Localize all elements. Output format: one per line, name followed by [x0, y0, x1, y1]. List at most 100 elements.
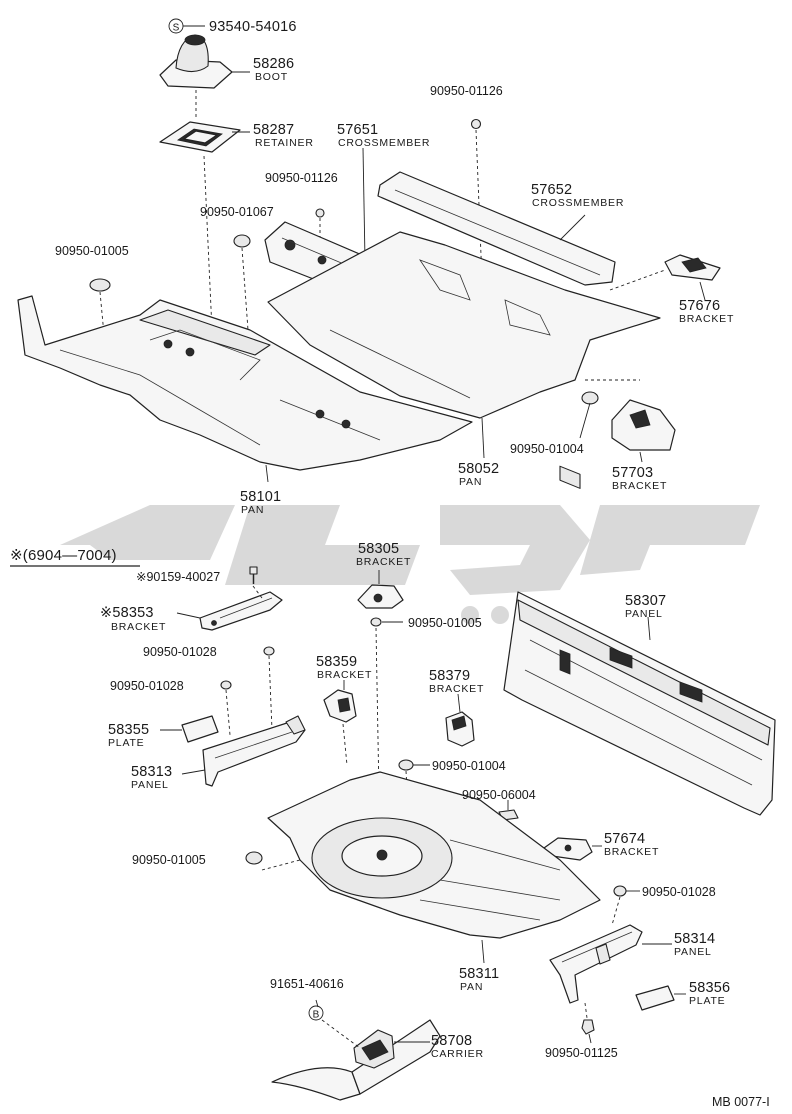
label-57651: 57651 CROSSMEMBER	[337, 122, 429, 149]
plug-90950-01126-a-icon	[315, 208, 325, 218]
label-58359: 58359 BRACKET	[316, 654, 371, 681]
plate-58356-shape	[635, 985, 686, 1011]
part-number-58305: 58305	[358, 541, 399, 557]
label-58305: 58305 BRACKET	[356, 541, 411, 568]
bolt-90159-shape	[249, 566, 258, 584]
part-name-panel-58314: PANEL	[674, 946, 712, 958]
plug-label-90950-01005-upper: 90950-01005	[55, 244, 129, 258]
header-part-number: 93540-54016	[209, 19, 297, 35]
part-number-57652: 57652	[531, 182, 572, 198]
pan-58311-shape	[267, 771, 601, 964]
figure-code: MB 0077-I	[712, 1095, 770, 1109]
bolt-note-label: ※90159-40027	[136, 570, 220, 584]
bracket-58379-shape	[445, 693, 475, 747]
part-number-57674: 57674	[604, 831, 645, 847]
plug-label-90950-01125: 90950-01125	[545, 1046, 618, 1060]
part-number-57651: 57651	[337, 122, 378, 138]
part-name-bracket-57703: BRACKET	[612, 480, 667, 492]
plug-90950-01125-icon	[581, 1019, 595, 1035]
pan-58052-shape	[267, 231, 661, 459]
label-58379: 58379 BRACKET	[429, 668, 484, 695]
label-58286: 58286 BOOT	[253, 56, 294, 83]
part-name-boot: BOOT	[255, 71, 288, 83]
part-number-58353: ※58353	[100, 605, 154, 621]
label-58287: 58287 RETAINER	[253, 122, 314, 149]
part-number-58313: 58313	[131, 764, 172, 780]
plug-label-90950-01005-b: 90950-01005	[132, 853, 206, 867]
bracket-58353-shape	[176, 585, 283, 631]
label-58356: 58356 PLATE	[689, 980, 730, 1007]
plug-90950-01004-lower-icon	[398, 759, 414, 771]
panel-58307-shape	[503, 591, 776, 816]
plug-label-90950-01004-upper: 90950-01004	[510, 442, 584, 456]
part-name-pan-58052: PAN	[459, 476, 482, 488]
part-number-57676: 57676	[679, 298, 720, 314]
bracket-58359-shape	[323, 680, 357, 766]
plug-90950-01005-upper-icon	[89, 278, 111, 292]
label-58708: 58708 CARRIER	[431, 1033, 483, 1060]
plug-label-90950-06004: 90950-06004	[462, 788, 536, 802]
label-58314: 58314 PANEL	[674, 931, 715, 958]
part-number-58379: 58379	[429, 668, 470, 684]
part-number-58356: 58356	[689, 980, 730, 996]
lower-labels: 58305 BRACKET ※58353 BRACKET 58307 PANEL…	[100, 541, 730, 1060]
plug-label-90950-01126-b: 90950-01126	[430, 84, 503, 98]
part-name-pan-58101: PAN	[241, 504, 264, 516]
part-name-plate-58356: PLATE	[689, 995, 725, 1007]
part-name-pan-58311: PAN	[460, 981, 483, 993]
part-name-bracket-58353: BRACKET	[111, 621, 166, 633]
part-number-58311: 58311	[459, 966, 499, 982]
part-number-58052: 58052	[458, 461, 499, 477]
part-number-58314: 58314	[674, 931, 715, 947]
plug-90950-01067-icon	[233, 234, 251, 248]
part-name-retainer: RETAINER	[255, 137, 314, 149]
plug-label-90950-01067: 90950-01067	[200, 205, 274, 219]
part-name-crossmember-57652: CROSSMEMBER	[532, 197, 624, 209]
label-58353: ※58353 BRACKET	[100, 605, 166, 633]
part-number-58307: 58307	[625, 593, 666, 609]
boot-shape	[159, 34, 250, 89]
plug-90950-01005-a-icon	[370, 617, 382, 627]
bracket-57703-shape	[611, 399, 676, 463]
upper-labels: 58286 BOOT 58287 RETAINER 57651 CROSSMEM…	[55, 56, 734, 516]
plug-label-90950-01005-a: 90950-01005	[408, 616, 482, 630]
plug-label-90950-01126-a: 90950-01126	[265, 171, 338, 185]
panel-58314-shape	[549, 924, 672, 1019]
s-marker-letter: S	[173, 23, 180, 34]
header-code: S 93540-54016	[168, 18, 297, 35]
label-57676: 57676 BRACKET	[679, 298, 734, 325]
bracket-57676-shape	[609, 254, 721, 301]
part-name-bracket-57674: BRACKET	[604, 846, 659, 858]
plug-label-90950-01028-c: 90950-01028	[642, 885, 716, 899]
plug-90950-01004-upper-icon	[581, 391, 599, 405]
label-58101: 58101 PAN	[240, 489, 281, 516]
part-number-58359: 58359	[316, 654, 357, 670]
crossmember-57652-shape	[377, 171, 616, 489]
part-name-bracket-58379: BRACKET	[429, 683, 484, 695]
watermark	[60, 505, 760, 624]
part-name-panel-58307: PANEL	[625, 608, 663, 620]
part-name-bracket-57676: BRACKET	[679, 313, 734, 325]
upper-drawings	[17, 34, 721, 489]
plug-label-90950-01004-lower: 90950-01004	[432, 759, 506, 773]
label-58355: 58355 PLATE	[108, 722, 149, 749]
label-57652: 57652 CROSSMEMBER	[531, 182, 624, 209]
label-57674: 57674 BRACKET	[604, 831, 659, 858]
panel-58313-shape	[181, 715, 306, 787]
plug-90950-01028-c-icon	[613, 885, 627, 897]
b-marker-icon	[308, 1005, 324, 1021]
part-number-58708: 58708	[431, 1033, 472, 1049]
part-number-57703: 57703	[612, 465, 653, 481]
bracket-58305-shape	[357, 570, 404, 609]
label-58311: 58311 PAN	[459, 966, 499, 993]
plug-90950-01028-b-icon	[220, 680, 232, 690]
part-number-58355: 58355	[108, 722, 149, 738]
label-57703: 57703 BRACKET	[612, 465, 667, 492]
part-number-58286: 58286	[253, 56, 294, 72]
plug-90950-01005-b-icon	[245, 851, 263, 865]
part-name-bracket-58305: BRACKET	[356, 556, 411, 568]
carrier-58708-shape	[271, 999, 441, 1101]
bracket-57674-shape	[543, 837, 602, 861]
label-58313: 58313 PANEL	[131, 764, 172, 791]
